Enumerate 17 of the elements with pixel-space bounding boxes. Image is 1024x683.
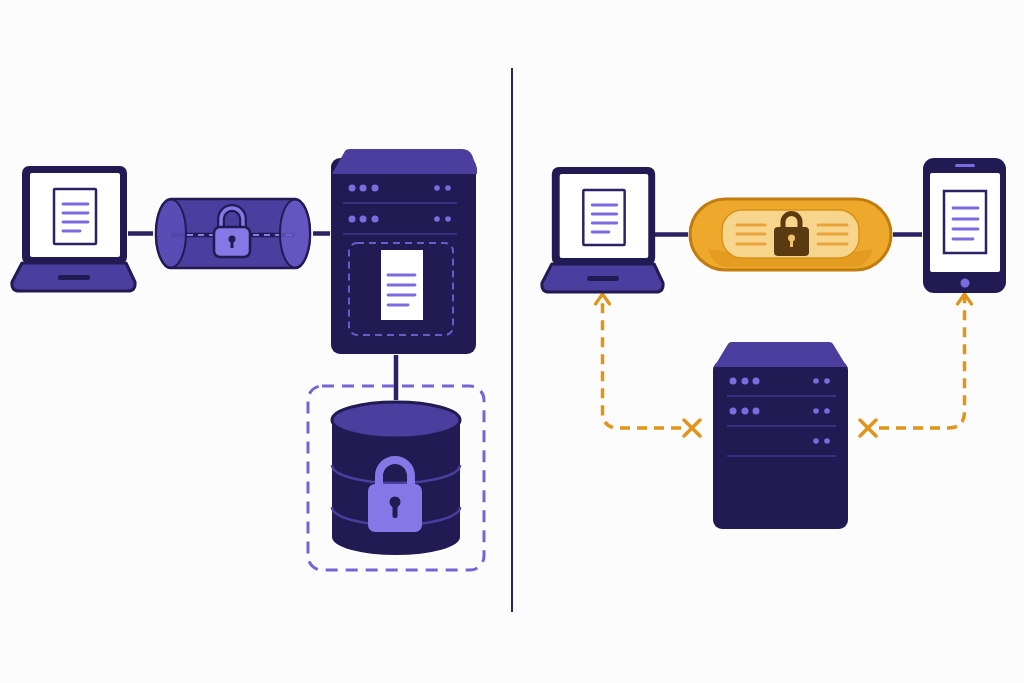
laptop-icon [10,165,137,293]
connector-line [393,355,399,400]
dashed-arrow [593,292,681,430]
connector-line [893,232,922,237]
connector-line [655,232,688,237]
x-mark-icon [857,417,879,439]
x-mark-icon [681,417,703,439]
dashed-frame [306,384,486,572]
database-icon [330,400,462,557]
server-icon [712,341,849,530]
locked-tube-icon [153,197,313,270]
server-icon [330,148,478,355]
dashed-arrow [879,292,974,430]
laptop-icon [540,166,665,294]
connector-line [313,231,330,236]
connector-line [128,231,153,236]
smartphone-icon [922,157,1007,294]
